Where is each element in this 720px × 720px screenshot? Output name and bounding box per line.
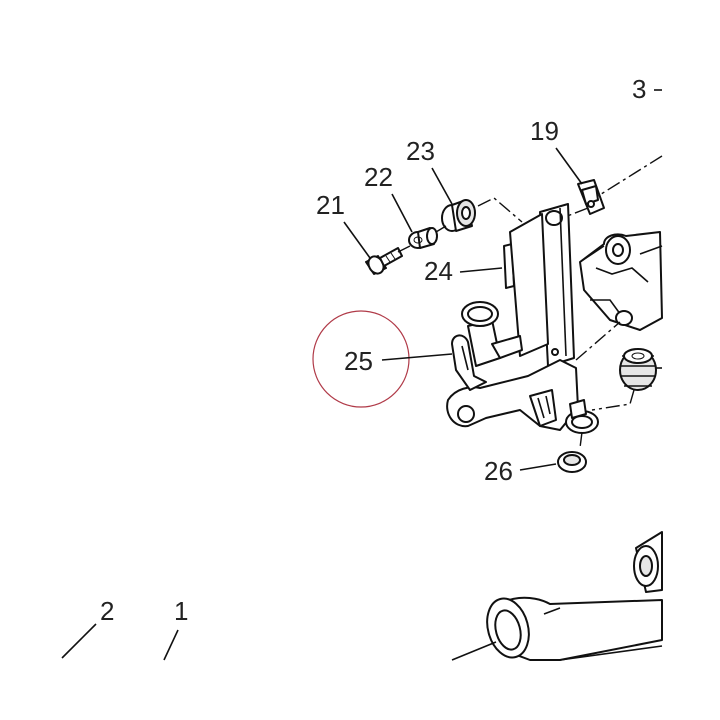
label-21[interactable]: 21 <box>316 190 345 220</box>
centerline-bolt <box>397 197 523 253</box>
label-23[interactable]: 23 <box>406 136 435 166</box>
gear <box>619 348 662 391</box>
part-26-washer[interactable] <box>557 451 587 473</box>
part-22-bushing[interactable] <box>408 227 438 249</box>
part-25-bracket[interactable] <box>446 203 599 434</box>
motor-housing <box>579 231 663 331</box>
label-26[interactable]: 26 <box>484 456 513 486</box>
part-23-grommet[interactable] <box>441 199 476 232</box>
leader-22 <box>391 193 413 233</box>
lower-arm <box>451 596 663 661</box>
leader-26 <box>519 463 557 471</box>
centerline-26 <box>579 431 583 449</box>
label-3[interactable]: 3 <box>632 74 646 104</box>
leader-23 <box>431 167 453 205</box>
part-21-bolt[interactable] <box>365 247 403 276</box>
lower-cylinder <box>633 531 663 593</box>
leader-24 <box>459 267 503 273</box>
centerline-19 <box>597 155 663 197</box>
label-22[interactable]: 22 <box>364 162 393 192</box>
centerline-housing <box>575 321 621 361</box>
leader-19 <box>555 147 583 185</box>
label-24[interactable]: 24 <box>424 256 453 286</box>
label-25[interactable]: 25 <box>344 346 373 376</box>
highlight-circle-25[interactable] <box>312 310 410 408</box>
leader-25 <box>381 353 453 361</box>
label-19[interactable]: 19 <box>530 116 559 146</box>
leader-21 <box>343 221 371 259</box>
leader-1 <box>163 629 179 661</box>
label-2[interactable]: 2 <box>100 596 114 626</box>
label-1[interactable]: 1 <box>174 596 188 626</box>
part-19-clip[interactable] <box>577 179 605 215</box>
leader-2 <box>61 623 97 659</box>
centerline-gear <box>591 389 635 411</box>
